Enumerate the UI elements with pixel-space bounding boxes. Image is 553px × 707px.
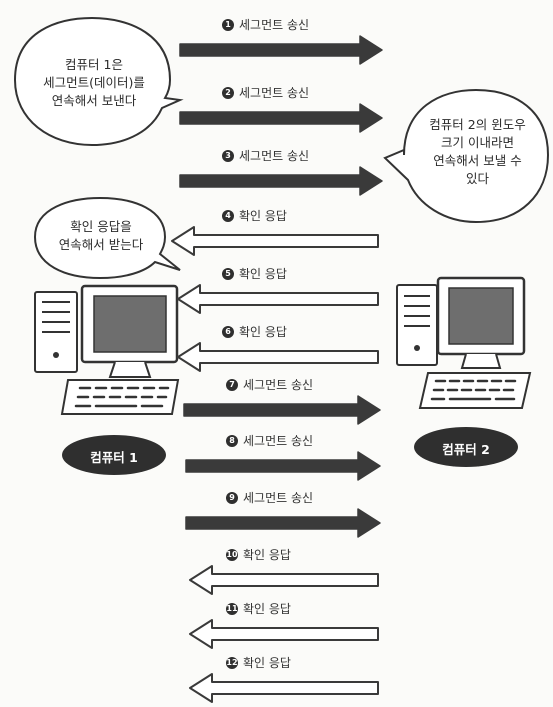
step-number-badge: 1 (222, 18, 234, 31)
step-label-4: 4 확인 응답 (222, 207, 287, 224)
computer-1-label: 컴퓨터 1 (90, 450, 138, 465)
ack-arrow (177, 284, 379, 314)
bubble-line: 컴퓨터 2의 윈도우 (429, 117, 526, 132)
step-text: 확인 응답 (243, 602, 291, 616)
step-label-2: 2 세그먼트 송신 (222, 84, 309, 101)
step-text: 확인 응답 (239, 325, 287, 339)
ack-arrow (189, 565, 379, 595)
step-number-badge: 5 (222, 267, 234, 280)
step-text: 세그먼트 송신 (239, 86, 310, 100)
step-label-9: 9 세그먼트 송신 (226, 489, 313, 506)
step-text: 세그먼트 송신 (239, 149, 310, 163)
ack-arrow (171, 226, 379, 256)
step-number-badge: 12 (226, 656, 238, 669)
send-arrow (179, 35, 383, 65)
step-text: 확인 응답 (239, 209, 287, 223)
step-number-badge: 8 (226, 434, 238, 447)
send-arrow (179, 103, 383, 133)
step-text: 세그먼트 송신 (243, 378, 314, 392)
step-label-7: 7 세그먼트 송신 (226, 376, 313, 393)
bubble-computer2-window-text: 컴퓨터 2의 윈도우 크기 이내라면 연속해서 보낼 수 있다 (410, 116, 545, 188)
computer-2-label-blob (414, 427, 518, 467)
bubble-line: 연속해서 보낼 수 (433, 153, 522, 168)
computer-2-icon (396, 276, 532, 409)
ack-arrow (189, 619, 379, 649)
step-text: 확인 응답 (243, 656, 291, 670)
step-number-badge: 2 (222, 86, 234, 99)
ack-arrow (189, 673, 379, 703)
bubble-line: 확인 응답을 (70, 219, 132, 234)
step-text: 세그먼트 송신 (243, 434, 314, 448)
bubble-line: 연속해서 받는다 (58, 237, 144, 252)
arrow-group (171, 35, 383, 703)
step-text: 확인 응답 (243, 548, 291, 562)
ack-arrow (177, 342, 379, 372)
send-arrow (183, 395, 381, 425)
step-number-badge: 9 (226, 491, 238, 504)
step-text: 확인 응답 (239, 267, 287, 281)
speech-bubble-computer1-sends (13, 16, 184, 147)
bubble-line: 연속해서 보낸다 (51, 93, 137, 108)
send-arrow (185, 508, 381, 538)
step-number-badge: 6 (222, 325, 234, 338)
speech-bubble-computer1-receives (33, 196, 181, 280)
bubble-line: 컴퓨터 1은 (65, 57, 123, 72)
speech-bubble-computer2-window (383, 88, 550, 224)
step-label-3: 3 세그먼트 송신 (222, 147, 309, 164)
step-number-badge: 10 (226, 548, 238, 561)
step-number-badge: 11 (226, 602, 238, 615)
step-label-6: 6 확인 응답 (222, 323, 287, 340)
step-label-11: 11 확인 응답 (226, 600, 291, 617)
step-label-10: 10 확인 응답 (226, 546, 291, 563)
step-label-8: 8 세그먼트 송신 (226, 432, 313, 449)
bubble-line: 있다 (465, 171, 489, 186)
send-arrow (185, 451, 381, 481)
computer-1-label-blob (62, 435, 166, 475)
step-number-badge: 4 (222, 209, 234, 222)
step-text: 세그먼트 송신 (239, 18, 310, 32)
bubble-computer1-receives-text: 확인 응답을 연속해서 받는다 (42, 218, 160, 254)
bubble-computer1-sends-text: 컴퓨터 1은 세그먼트(데이터)를 연속해서 보낸다 (22, 56, 166, 110)
step-number-badge: 7 (226, 378, 238, 391)
bubble-line: 세그먼트(데이터)를 (43, 75, 145, 90)
bubble-line: 크기 이내라면 (441, 135, 514, 150)
computer-1-icon (34, 284, 180, 415)
step-text: 세그먼트 송신 (243, 491, 314, 505)
step-number-badge: 3 (222, 149, 234, 162)
step-label-5: 5 확인 응답 (222, 265, 287, 282)
computer-2-label: 컴퓨터 2 (442, 442, 490, 457)
step-label-12: 12 확인 응답 (226, 654, 291, 671)
step-label-1: 1 세그먼트 송신 (222, 16, 309, 33)
send-arrow (179, 166, 383, 196)
